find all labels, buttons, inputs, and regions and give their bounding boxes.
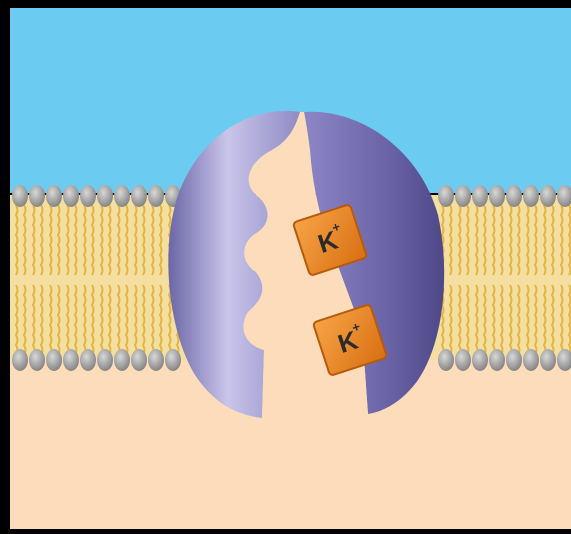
lipid-head	[97, 349, 113, 371]
lipid-head	[523, 349, 539, 371]
lipid-head	[455, 185, 471, 207]
lipid-head	[165, 349, 181, 371]
lipid-head	[114, 185, 130, 207]
lipid-head	[12, 349, 28, 371]
lipid-head	[97, 185, 113, 207]
lipid-head	[29, 185, 45, 207]
lipid-head	[46, 185, 62, 207]
lipid-head	[489, 185, 505, 207]
lipid-head	[29, 349, 45, 371]
lipid-head	[131, 185, 147, 207]
lipid-head	[506, 185, 522, 207]
lipid-head	[455, 349, 471, 371]
lipid-head	[472, 185, 488, 207]
lipid-head	[506, 349, 522, 371]
lipid-head	[114, 349, 130, 371]
lipid-head	[63, 349, 79, 371]
lipid-head	[472, 349, 488, 371]
lipid-head	[46, 349, 62, 371]
lipid-head	[148, 185, 164, 207]
lipid-head	[12, 185, 28, 207]
lipid-head	[540, 349, 556, 371]
lipid-head	[523, 185, 539, 207]
lipid-head	[438, 349, 454, 371]
lipid-head	[540, 185, 556, 207]
lipid-head	[63, 185, 79, 207]
lipid-head	[80, 349, 96, 371]
lipid-head	[489, 349, 505, 371]
lipid-head	[148, 349, 164, 371]
lipid-head	[80, 185, 96, 207]
lipid-head	[438, 185, 454, 207]
lipid-head	[131, 349, 147, 371]
